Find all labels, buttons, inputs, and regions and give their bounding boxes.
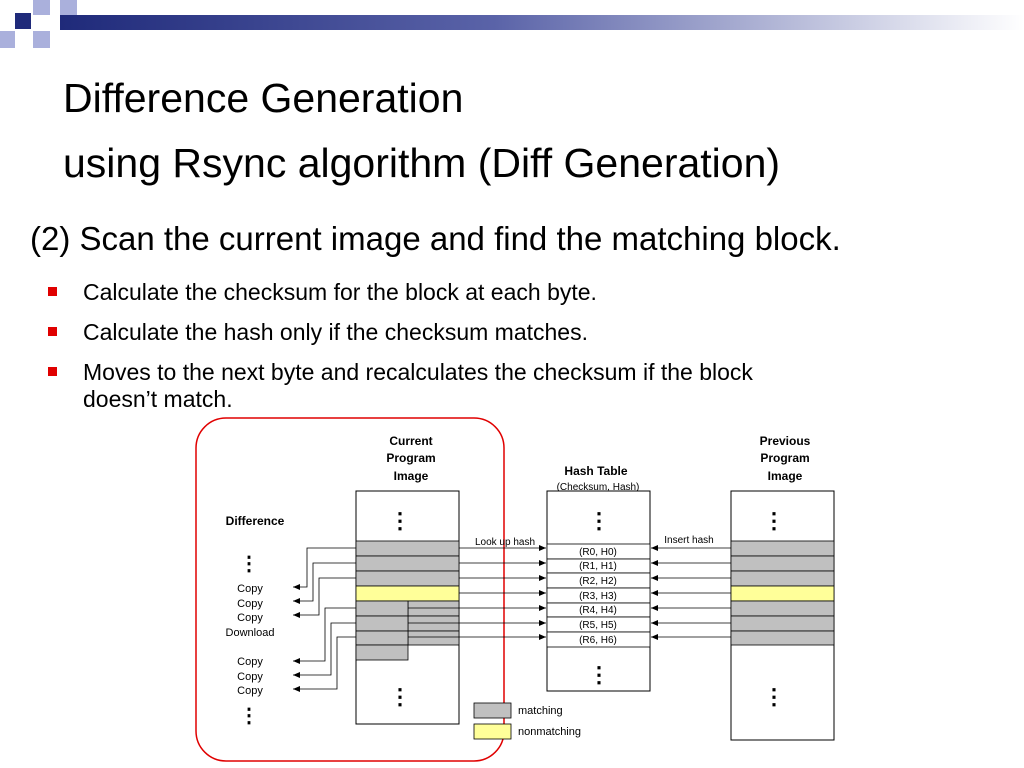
insert-arrows xyxy=(651,545,731,640)
header-gradient-bar xyxy=(60,15,1024,30)
diff-item-copy: Copy xyxy=(237,656,263,668)
legend-matching-swatch xyxy=(473,702,512,719)
diff-arrow-4 xyxy=(293,607,356,664)
current-block-nonmatch xyxy=(355,585,460,602)
diff-arrow-2 xyxy=(293,562,356,604)
bullet-marker xyxy=(48,287,57,296)
lavender-square xyxy=(33,31,50,48)
navy-square xyxy=(15,13,31,29)
diff-arrow-5 xyxy=(293,622,356,678)
hash-table-sublabel: (Checksum, Hash) xyxy=(557,482,640,493)
previous-image-label-2: Program xyxy=(760,451,809,465)
hash-entry-4: (R4, H4) xyxy=(579,605,617,616)
diff-item-copy: Copy xyxy=(237,598,263,610)
current-image-label-2: Program xyxy=(386,451,435,465)
difference-ellipsis-bottom: ⋮ xyxy=(239,705,259,727)
legend-nonmatching-swatch xyxy=(473,723,512,740)
previous-block-1 xyxy=(730,555,835,572)
diff-item-copy: Copy xyxy=(237,612,263,624)
current-block-left-1 xyxy=(355,615,409,632)
bullet-text-2: Calculate the hash only if the checksum … xyxy=(83,319,588,345)
current-image-label-1: Current xyxy=(389,434,432,448)
current-block-1 xyxy=(355,555,460,572)
previous-block-6 xyxy=(730,630,835,646)
current-block-2 xyxy=(355,570,460,587)
diff-item-copy: Copy xyxy=(237,685,263,697)
difference-label: Difference xyxy=(226,514,285,528)
diff-item-download: Download xyxy=(226,627,275,639)
diff-item-copy: Copy xyxy=(237,671,263,683)
hash-entry-2: (R2, H2) xyxy=(579,576,617,587)
hash-entry-5: (R5, H5) xyxy=(579,620,617,631)
insert-hash-label: Insert hash xyxy=(664,535,713,546)
lavender-square xyxy=(33,0,50,15)
current-block-left-0 xyxy=(355,600,409,617)
current-block-0 xyxy=(355,540,460,557)
title-line-1: Difference Generation xyxy=(63,75,464,121)
bullet-marker xyxy=(48,327,57,336)
lookup-arrows xyxy=(408,545,546,640)
current-image-label-3: Image xyxy=(394,469,429,483)
hash-ellipsis-top: ⋮ xyxy=(588,508,610,533)
current-block-shift-0 xyxy=(407,600,460,617)
previous-ellipsis-top: ⋮ xyxy=(763,508,785,533)
hash-entry-6: (R6, H6) xyxy=(579,635,617,646)
bullet-marker xyxy=(48,367,57,376)
current-block-left-3 xyxy=(355,644,409,661)
hash-entry-0: (R0, H0) xyxy=(579,547,617,558)
current-block-left-2 xyxy=(355,630,409,646)
hash-table-label: Hash Table xyxy=(564,464,627,478)
legend-matching-label: matching xyxy=(518,705,563,717)
previous-ellipsis-bottom: ⋮ xyxy=(763,684,785,709)
current-block-shift-2 xyxy=(407,630,460,646)
bullet-text-1: Calculate the checksum for the block at … xyxy=(83,279,597,305)
diff-arrow-3 xyxy=(293,577,356,618)
diff-arrow-6 xyxy=(293,636,356,692)
previous-block-4 xyxy=(730,600,835,617)
current-ellipsis-top: ⋮ xyxy=(389,508,411,533)
previous-block-5 xyxy=(730,615,835,632)
previous-block-0 xyxy=(730,540,835,557)
diff-item-copy: Copy xyxy=(237,583,263,595)
difference-ellipsis-top: ⋮ xyxy=(239,553,259,575)
bullet-text-3-cont: doesn’t match. xyxy=(83,386,233,412)
current-block-shift-1 xyxy=(407,615,460,632)
hash-entry-6-box xyxy=(546,631,651,648)
previous-image-label-1: Previous xyxy=(760,434,811,448)
difference-arrows xyxy=(293,547,356,692)
hash-entry-3: (R3, H3) xyxy=(579,591,617,602)
hash-entry-1: (R1, H1) xyxy=(579,561,617,572)
lavender-square xyxy=(0,31,15,48)
subtitle: (2) Scan the current image and find the … xyxy=(30,220,841,257)
diff-arrow-1 xyxy=(293,547,356,590)
legend-nonmatching-label: nonmatching xyxy=(518,726,581,738)
previous-image-label-3: Image xyxy=(768,469,803,483)
title-line-2: using Rsync algorithm (Diff Generation) xyxy=(63,140,781,186)
previous-block-2 xyxy=(730,570,835,587)
current-ellipsis-bottom: ⋮ xyxy=(389,684,411,709)
lavender-square xyxy=(60,0,77,15)
hash-ellipsis-bottom: ⋮ xyxy=(588,662,610,687)
lookup-hash-label: Look up hash xyxy=(475,537,535,548)
bullet-text-3: Moves to the next byte and recalculates … xyxy=(83,359,753,385)
current-scope-outline xyxy=(195,417,505,762)
previous-block-3 xyxy=(730,585,835,602)
